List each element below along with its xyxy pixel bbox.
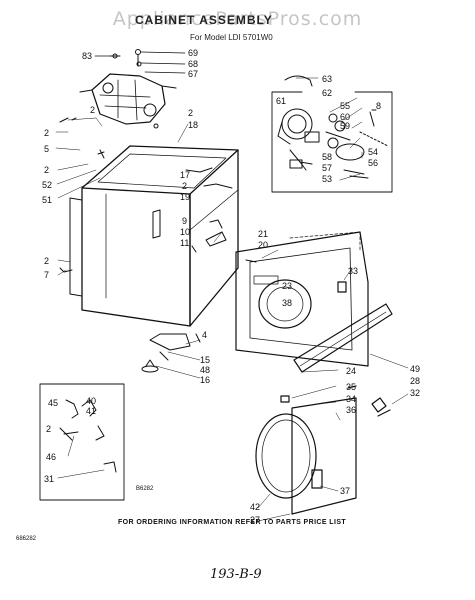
part-label: 32 (410, 388, 421, 398)
part-label: 57 (322, 163, 333, 173)
diagram-code: B6282 (136, 486, 154, 492)
cabinet-front-panel (69, 197, 161, 297)
part-label: 2 (182, 181, 188, 191)
part-label: 54 (368, 147, 379, 157)
drive-components-box (271, 75, 393, 193)
part-label: 63 (322, 74, 333, 84)
part-label: 36 (346, 405, 357, 415)
part-label: 27 (250, 515, 261, 525)
watermark: AppliancePartsPros.com (112, 8, 363, 30)
part-label: 24 (346, 366, 357, 376)
bulkhead-frame (235, 231, 369, 367)
door-switch-inset (39, 383, 125, 501)
part-label: 2 (90, 105, 96, 115)
part-label: 18 (188, 120, 199, 130)
part-label: 55 (340, 101, 351, 111)
cabinet-hardware (59, 117, 257, 373)
part-label: 2 (44, 256, 50, 266)
part-label: 40 (86, 396, 97, 406)
part-label: 2 (44, 128, 50, 138)
part-label: 19 (180, 192, 191, 202)
part-label: 21 (258, 229, 269, 239)
part-label: 15 (200, 355, 211, 365)
part-label: 48 (200, 365, 211, 375)
part-label: 2 (44, 165, 50, 175)
handwritten-note: 193-B-9 (210, 567, 262, 582)
motor-assembly (79, 49, 186, 129)
part-label: 68 (188, 59, 199, 69)
part-label: 41 (86, 406, 97, 416)
part-label: 7 (44, 270, 50, 280)
part-label: 9 (182, 216, 188, 226)
part-label: 60 (340, 112, 351, 122)
part-label: 42 (250, 502, 261, 512)
model-subtitle: For Model LDI 5701W0 (190, 33, 273, 42)
part-label: 51 (42, 195, 53, 205)
part-label: 37 (340, 486, 351, 496)
part-label: 56 (368, 158, 379, 168)
part-label: 45 (48, 398, 59, 408)
part-label: 52 (42, 180, 53, 190)
part-label: 38 (282, 298, 293, 308)
part-label: 46 (46, 452, 57, 462)
part-label: 58 (322, 152, 333, 162)
leader-lines (55, 77, 409, 522)
document-code: 686282 (16, 536, 37, 542)
lint-panel (293, 303, 393, 373)
ordering-note: FOR ORDERING INFORMATION REFER TO PARTS … (118, 519, 347, 526)
part-label: 61 (276, 96, 287, 106)
part-label: 53 (322, 174, 333, 184)
part-label: 49 (410, 364, 421, 374)
part-label: 69 (188, 48, 199, 58)
part-label: 16 (200, 375, 211, 385)
part-label: 17 (180, 170, 191, 180)
part-label: 8 (376, 101, 382, 111)
part-label: 23 (282, 281, 293, 291)
part-label: 67 (188, 69, 199, 79)
part-label: 10 (180, 227, 191, 237)
part-label: 59 (340, 121, 351, 131)
diagram-title: CABINET ASSEMBLY (135, 13, 273, 27)
part-label: 20 (258, 240, 269, 250)
door-assembly (255, 385, 391, 515)
part-label: 5 (44, 144, 50, 154)
part-label: 33 (348, 266, 359, 276)
part-label: 28 (410, 376, 421, 386)
part-label: 4 (202, 330, 208, 340)
part-label: 2 (46, 424, 52, 434)
part-label: 83 (82, 51, 93, 61)
part-label: 35 (346, 382, 357, 392)
part-label: 11 (180, 238, 190, 248)
part-label: 2 (188, 108, 194, 118)
part-label: 62 (322, 88, 333, 98)
part-label: 31 (44, 474, 55, 484)
part-label: 34 (346, 394, 357, 404)
